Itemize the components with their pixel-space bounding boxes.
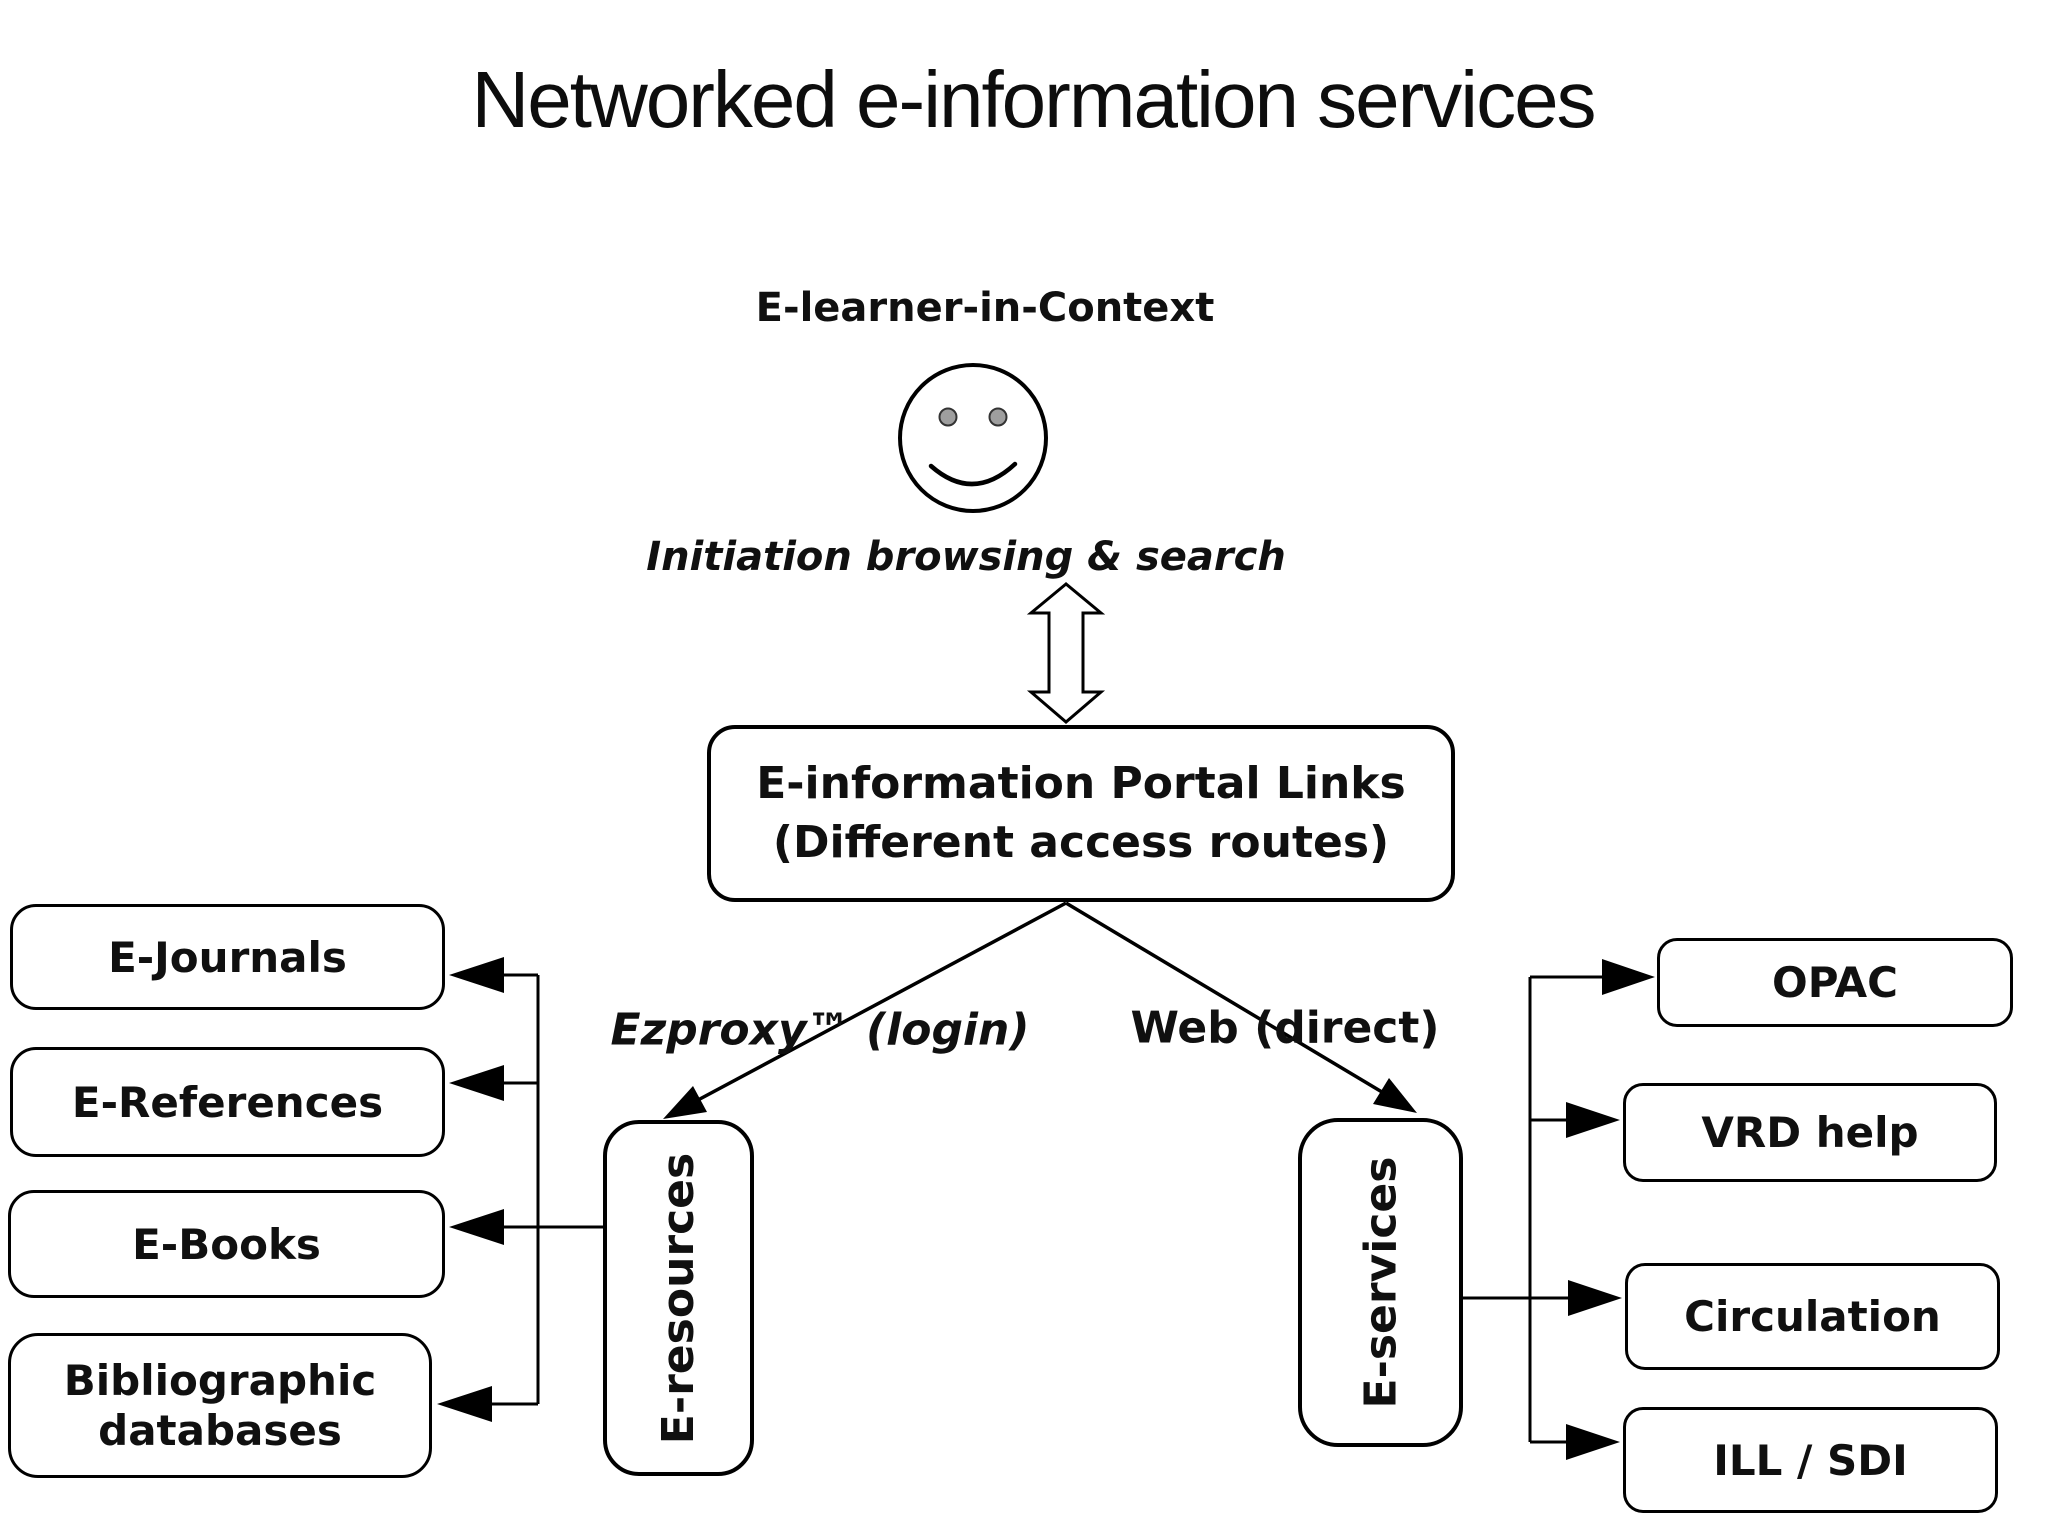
right-arrowheads xyxy=(1566,959,1655,1460)
resource-box-bibliographic-databases: Bibliographic databases xyxy=(8,1333,432,1478)
hub-e-resources: E-resources xyxy=(603,1120,754,1476)
smiley-face-icon xyxy=(898,363,1048,513)
hub-e-services: E-services xyxy=(1298,1118,1463,1447)
service-label: VRD help xyxy=(1701,1108,1919,1157)
portal-line2: (Different access routes) xyxy=(772,816,1390,868)
resource-label: E-References xyxy=(71,1077,384,1127)
right-connector-lines xyxy=(1463,975,1604,1444)
double-headed-arrow-icon xyxy=(1026,582,1106,724)
route-lines xyxy=(697,901,1393,1102)
slide-title: Networked e-information services xyxy=(471,55,1596,144)
service-label: Circulation xyxy=(1684,1292,1941,1341)
interaction-label: Initiation browsing & search xyxy=(646,534,1286,580)
service-box-ill-sdi: ILL / SDI xyxy=(1623,1407,1998,1513)
hub-e-resources-label: E-resources xyxy=(653,1152,705,1444)
resource-label: E-Books xyxy=(132,1219,321,1269)
hub-e-services-label: E-services xyxy=(1355,1156,1406,1409)
arrowhead-to-e-resources xyxy=(663,1086,707,1119)
route-label-web: Web (direct) xyxy=(1130,1002,1440,1054)
service-box-vrd-help: VRD help xyxy=(1623,1083,1997,1182)
route-label-ezproxy: Ezproxy™ (login) xyxy=(610,1004,1030,1056)
resource-label: E-Journals xyxy=(108,932,347,982)
resource-box-e-references: E-References xyxy=(10,1047,445,1157)
resource-box-e-journals: E-Journals xyxy=(10,904,445,1010)
service-label: ILL / SDI xyxy=(1713,1435,1908,1485)
portal-box: E-information Portal Links (Different ac… xyxy=(707,725,1455,902)
service-label: OPAC xyxy=(1772,958,1898,1007)
left-arrowheads xyxy=(437,957,504,1422)
service-box-opac: OPAC xyxy=(1657,938,2013,1027)
resource-box-e-books: E-Books xyxy=(8,1190,445,1298)
service-box-circulation: Circulation xyxy=(1625,1263,2000,1370)
learner-context-label: E-learner-in-Context xyxy=(755,285,1215,331)
arrowhead-to-e-services xyxy=(1373,1078,1417,1113)
left-connector-lines xyxy=(490,973,603,1406)
resource-label: Bibliographic databases xyxy=(63,1355,377,1455)
portal-line1: E-information Portal Links xyxy=(756,758,1406,810)
